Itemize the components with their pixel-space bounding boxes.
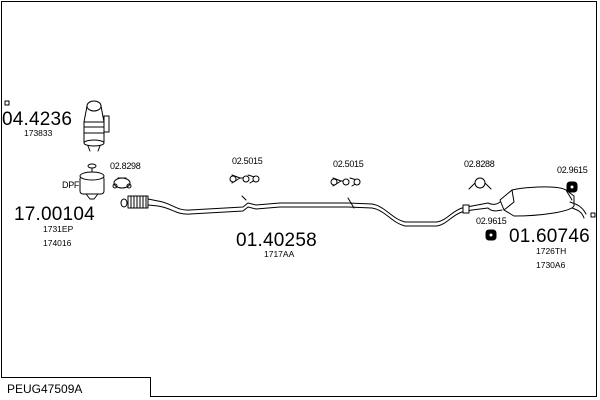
code-rear-silencer: 01.60746 (509, 226, 590, 247)
ref-dpf-2: 174016 (43, 238, 72, 248)
code-dpf: 17.00104 (14, 204, 95, 225)
marker-square-right (590, 212, 596, 218)
diagram-reference-box: PEUG47509A (1, 377, 151, 397)
rubber-mount-f5-part (485, 229, 497, 241)
ref-middle-pipe: 1717AA (264, 249, 295, 259)
hanger-f2a-part (229, 174, 250, 184)
clamp-f1-part (112, 177, 132, 189)
label-dpf: DPF (62, 180, 80, 190)
code-middle-pipe: 01.40258 (236, 230, 317, 251)
rear-silencer-part (461, 186, 587, 219)
clamp-f4-part (468, 177, 492, 190)
hanger-f3a-part (330, 177, 350, 187)
diagram-reference: PEUG47509A (7, 382, 83, 396)
code-fitting-2: 02.5015 (232, 156, 263, 166)
dpf-filter-part (79, 163, 105, 200)
code-catalytic-converter: 04.4236 (2, 109, 73, 130)
rubber-mount-f6-part (566, 181, 578, 193)
ref-rear-silencer-1: 1726TH (536, 246, 567, 256)
ref-dpf-1: 1731EP (43, 224, 74, 234)
marker-square-left (4, 100, 10, 106)
code-fitting-1: 02.8298 (110, 161, 141, 171)
catalytic-converter-part (83, 100, 110, 152)
code-fitting-3: 02.5015 (333, 159, 364, 169)
flex-pipe-part (120, 195, 159, 209)
code-fitting-4: 02.8288 (464, 159, 495, 169)
middle-pipe-part (157, 195, 463, 227)
hanger-f3b-part (349, 177, 361, 187)
code-fitting-6: 02.9615 (557, 165, 588, 175)
ref-rear-silencer-2: 1730A6 (536, 260, 566, 270)
code-fitting-5: 02.9615 (476, 216, 507, 226)
hanger-f2b-part (247, 174, 260, 184)
ref-catalytic-converter: 173833 (24, 128, 53, 138)
